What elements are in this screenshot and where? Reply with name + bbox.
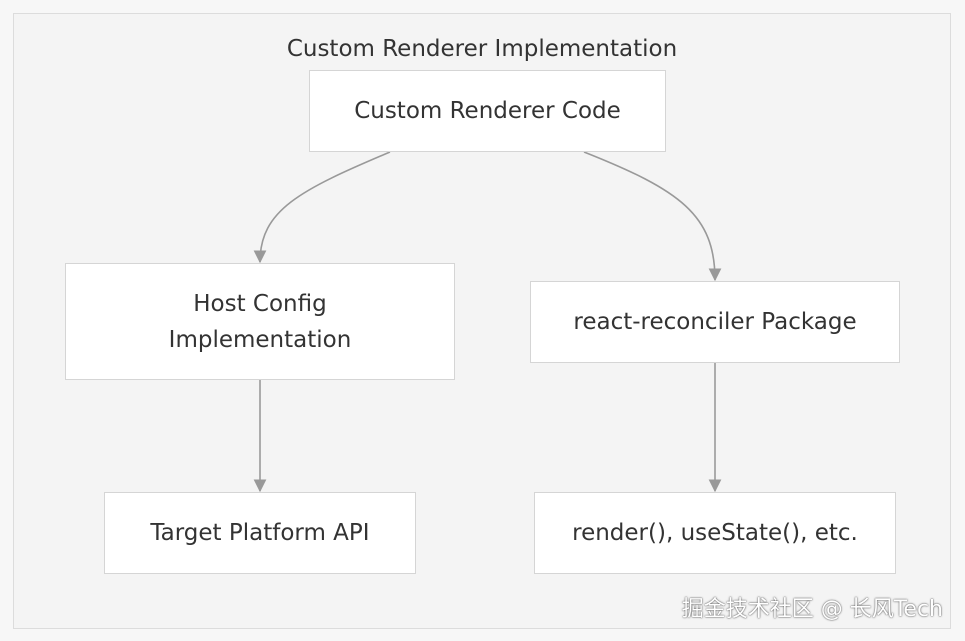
node-custom-renderer-code: Custom Renderer Code (309, 70, 666, 152)
node-react-reconciler-package: react-reconciler Package (530, 281, 900, 363)
node-host-config-implementation: Host Config Implementation (65, 263, 455, 380)
node-render-usestate-etc: render(), useState(), etc. (534, 492, 896, 574)
node-label: react-reconciler Package (573, 309, 857, 335)
subgraph-title: Custom Renderer Implementation (286, 36, 678, 62)
node-label: Target Platform API (150, 520, 370, 546)
node-target-platform-api: Target Platform API (104, 492, 416, 574)
node-label: Host Config Implementation (168, 290, 352, 353)
node-label: Custom Renderer Code (354, 98, 621, 124)
watermark: 掘金技术社区 @ 长风Tech (681, 597, 943, 622)
node-label: render(), useState(), etc. (572, 520, 858, 546)
